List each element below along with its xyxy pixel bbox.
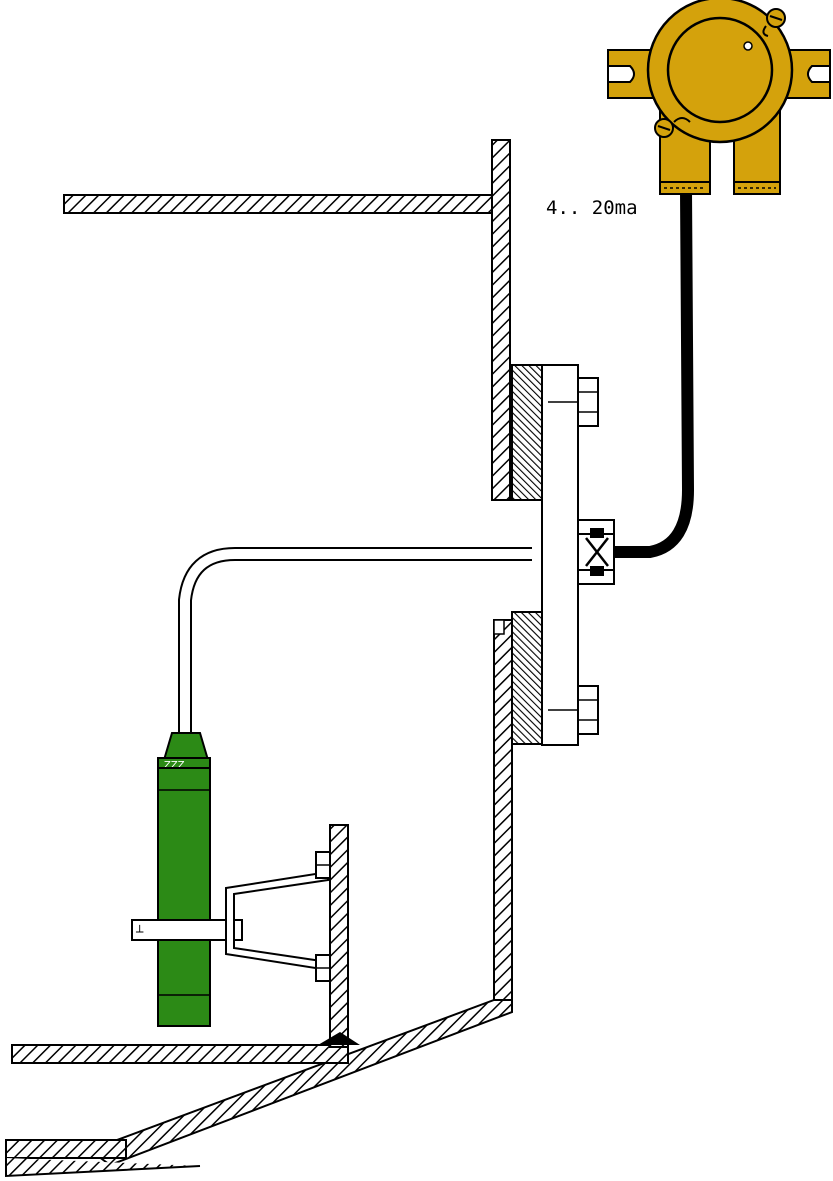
bottom-beam — [11, 1044, 349, 1064]
base-beam — [5, 1139, 127, 1159]
signal-cable — [614, 189, 695, 558]
sensor-body — [157, 767, 211, 1027]
support-post — [329, 824, 349, 1048]
base-beam-tail — [5, 1158, 201, 1178]
svg-text:┴: ┴ — [135, 924, 144, 939]
flange-plate — [541, 364, 579, 746]
gasket-upper — [511, 364, 543, 501]
sensor-cap — [162, 732, 210, 761]
level-sensor: ZZZ — [157, 732, 211, 1027]
wall-opening-marker — [493, 619, 505, 635]
flange-assembly — [511, 364, 615, 746]
transmitter-housing — [607, 0, 831, 195]
gasket-lower — [511, 611, 543, 745]
flange-bolt-top — [548, 377, 599, 427]
sensor-cable — [178, 547, 532, 740]
housing-screw-top — [762, 8, 786, 37]
wall-lower — [493, 619, 513, 1006]
flange-bolt-bottom — [548, 685, 599, 735]
sloped-beam — [87, 999, 513, 1167]
bracket-clamp-bar — [131, 919, 243, 941]
top-beam — [63, 194, 493, 214]
svg-text:ZZZ: ZZZ — [164, 760, 185, 771]
housing-indicator-dot — [743, 41, 753, 51]
tank-structure — [5, 139, 513, 1178]
wall-upper — [491, 139, 511, 501]
weld-joint — [318, 1032, 360, 1045]
housing-screw-bottom — [654, 117, 691, 138]
cable-gland — [577, 519, 615, 585]
sensor-bracket: ┴ — [131, 851, 331, 982]
signal-output-label: 4.. 20ma — [546, 197, 638, 219]
